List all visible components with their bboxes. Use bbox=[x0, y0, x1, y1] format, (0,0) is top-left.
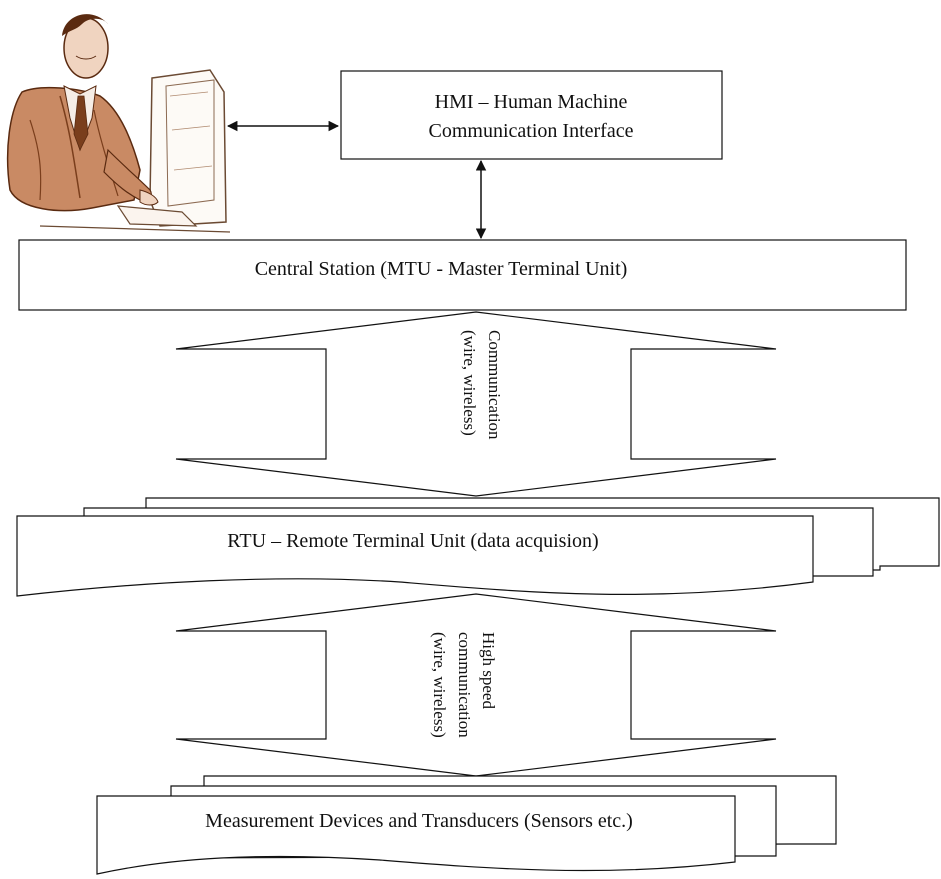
operator-at-computer-icon bbox=[6, 14, 231, 233]
measurement-label: Measurement Devices and Transducers (Sen… bbox=[205, 810, 633, 832]
central-station-label: Central Station (MTU - Master Terminal U… bbox=[255, 258, 628, 280]
central-station-box: Central Station (MTU - Master Terminal U… bbox=[18, 239, 907, 311]
rtu-label: RTU – Remote Terminal Unit (data acquisi… bbox=[227, 530, 598, 552]
communication-link-lower: High speed communication (wire, wireless… bbox=[175, 593, 777, 777]
rtu-stack: RTU – Remote Terminal Unit (data acquisi… bbox=[16, 497, 940, 597]
communication-label-line1: Communication bbox=[485, 330, 504, 440]
communication-label-line2: (wire, wireless) bbox=[460, 330, 479, 436]
high-speed-label-line1: High speed bbox=[479, 632, 498, 709]
communication-link-upper: Communication (wire, wireless) bbox=[175, 311, 777, 497]
hmi-label-line1: HMI – Human Machine bbox=[435, 91, 628, 113]
hmi-label-line2: Communication Interface bbox=[429, 120, 634, 142]
high-speed-label-line2: communication bbox=[455, 632, 474, 738]
measurement-stack: Measurement Devices and Transducers (Sen… bbox=[96, 775, 837, 875]
high-speed-label-line3: (wire, wireless) bbox=[430, 632, 449, 738]
hmi-box: HMI – Human Machine Communication Interf… bbox=[340, 70, 723, 160]
